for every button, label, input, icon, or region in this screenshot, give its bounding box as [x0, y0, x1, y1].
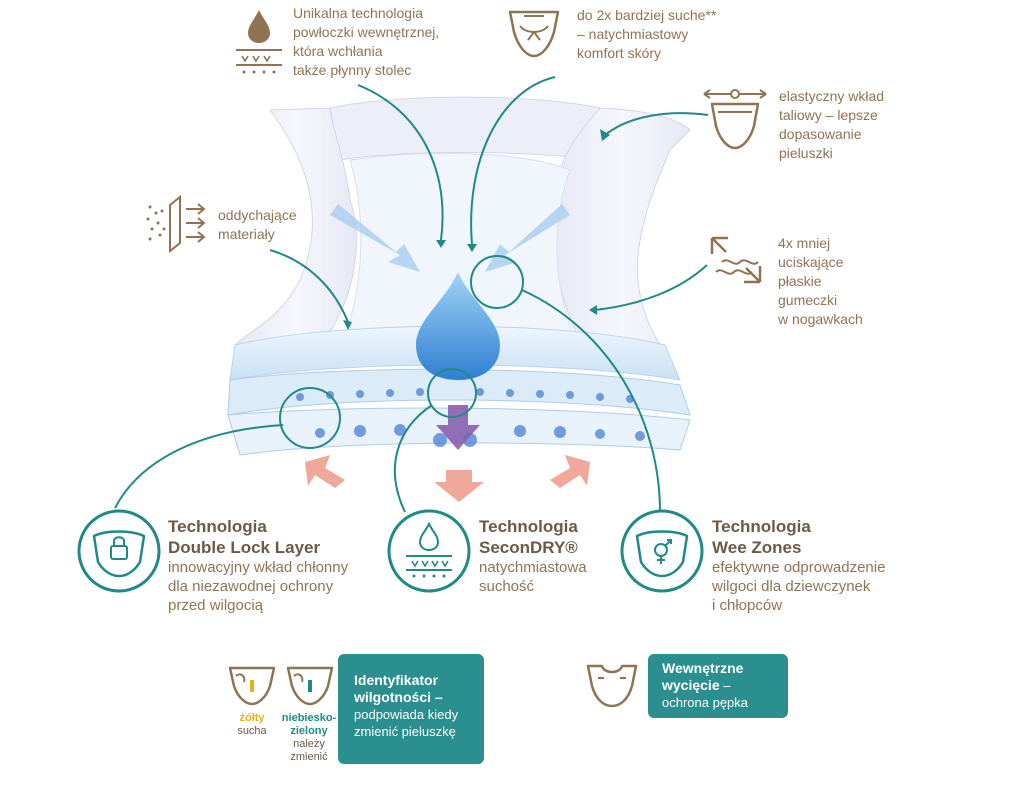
airflow-arrow-left — [330, 204, 420, 272]
callout-drier-line-2: – natychmiastowy — [577, 26, 689, 42]
connector-secondry — [393, 404, 433, 513]
tech-double-lock-desc-2: dla niezawodnej ochrony — [168, 578, 334, 595]
tech-secondry-desc-2: suchość — [479, 578, 535, 595]
elastic-waist-icon — [703, 89, 767, 150]
arrowhead-drier — [467, 244, 477, 252]
callout-breathable-line-1: oddychające — [218, 207, 297, 223]
dry-diaper-icon — [508, 10, 560, 58]
tech-wee-zones-desc-1: efektywne odprowadzenie — [712, 559, 886, 576]
connector-waist — [604, 112, 709, 136]
tech-wee-zones-title-1: Technologia — [712, 517, 811, 536]
diaper-inner-core — [339, 152, 581, 351]
callout-breathable: oddychające materiały — [218, 206, 338, 244]
callout-coating-line-1: Unikalna technologia — [293, 5, 423, 21]
callout-legs-line-3: płaskie — [778, 273, 822, 289]
arrowhead-legs — [589, 305, 597, 315]
callout-legs-line-1: 4x mniej — [778, 235, 831, 251]
connector-breathable — [269, 249, 349, 323]
cutout-title-1: Wewnętrzne — [662, 660, 744, 676]
indicator-pill: Identyfikator wilgotności – podpowiada k… — [338, 654, 484, 764]
tech-double-lock: Technologia Double Lock Layer innowacyjn… — [168, 516, 388, 615]
arrowhead-waist — [600, 129, 610, 141]
diaper-dry-yellow-icon — [228, 666, 276, 706]
callout-waist-line-4: pieluszki — [779, 145, 833, 161]
diaper-wet-bluegreen-icon — [286, 666, 334, 706]
connector-coating — [357, 84, 444, 241]
zoom-circle-secondry — [427, 368, 477, 418]
outflow-arrow-right — [550, 455, 590, 488]
zoom-circle-wee-zones — [470, 255, 524, 309]
tech-wee-zones-desc-3: i chłopców — [712, 597, 783, 614]
indicator-change-text-2: zmienić — [290, 751, 328, 763]
tech-double-lock-title-1: Technologia — [168, 517, 267, 536]
cutout-title-2: wycięcie — [662, 677, 720, 693]
connector-double-lock — [114, 424, 284, 509]
callout-coating: Unikalna technologia powłoczki wewnętrzn… — [293, 4, 483, 80]
callout-coating-line-4: także płynny stolec — [293, 62, 412, 78]
tech-wee-zones-title-2: Wee Zones — [712, 538, 802, 557]
callout-waist: elastyczny wkład taliowy – lepsze dopaso… — [779, 87, 949, 163]
indicator-desc-1: podpowiada kiedy — [354, 707, 459, 722]
layer-middle — [227, 368, 691, 416]
tech-secondry-title-1: Technologia — [479, 517, 578, 536]
indicator-title-2: wilgotności – — [354, 689, 443, 705]
tech-secondry-desc-1: natychmiastowa — [479, 559, 587, 576]
arrowhead-breathable — [343, 320, 352, 330]
cutout-desc: ochrona pępka — [662, 695, 749, 710]
coating-layers-icon — [236, 10, 282, 74]
callout-waist-line-1: elastyczny wkład — [779, 88, 885, 104]
tech-secondry: Technologia SeconDRY® natychmiastowa suc… — [479, 516, 629, 596]
callout-coating-line-2: powłoczki wewnętrznej, — [293, 24, 440, 40]
callout-legs-line-2: uciskające — [778, 254, 844, 270]
tech-double-lock-desc-1: innowacyjny wkład chłonny — [168, 559, 349, 576]
callout-breathable-line-2: materiały — [218, 226, 275, 242]
outflow-arrow-center — [434, 470, 484, 502]
connector-legs — [594, 264, 708, 311]
tech-wee-zones: Technologia Wee Zones efektywne odprowad… — [712, 516, 942, 615]
double-lock-badge-icon — [77, 509, 161, 593]
callout-waist-line-3: dopasowanie — [779, 126, 862, 142]
tech-double-lock-title-2: Double Lock Layer — [168, 538, 321, 557]
indicator-bluegreen-text-2: zielony — [290, 725, 328, 737]
secondry-badge-icon — [387, 509, 471, 593]
callout-drier-line-1: do 2x bardziej suche** — [577, 7, 717, 23]
moisture-down-arrow — [436, 405, 480, 450]
indicator-dry-text: sucha — [237, 725, 267, 737]
indicator-yellow-text: żółty — [239, 712, 265, 724]
indicator-bluegreen-text-1: niebiesko- — [281, 712, 337, 724]
navel-cutout-diaper-icon — [586, 664, 638, 708]
leg-elastic-icon — [710, 236, 762, 284]
indicator-wet-label: niebiesko- zielony należy zmienić — [276, 712, 342, 764]
cutout-pill: Wewnętrzne wycięcie – ochrona pępka — [648, 654, 788, 718]
indicator-change-text-1: należy — [293, 738, 325, 750]
arrowhead-coating — [436, 240, 446, 248]
cutout-dash: – — [719, 678, 731, 693]
callout-coating-line-3: która wchłania — [293, 43, 383, 59]
tech-wee-zones-desc-2: wilgoci dla dziewczynek — [712, 578, 871, 595]
indicator-desc-2: zmienić pieluszkę — [354, 724, 456, 739]
wee-zones-badge-icon — [620, 509, 704, 593]
airflow-arrow-right — [485, 204, 570, 272]
cutout-title-row: wycięcie – — [662, 677, 788, 694]
callout-legs-line-4: gumeczki — [778, 292, 838, 308]
absorbent-beads — [296, 388, 645, 447]
callout-legs: 4x mniej uciskające płaskie gumeczki w n… — [778, 234, 908, 329]
connector-drier — [470, 76, 556, 246]
indicator-title-1: Identyfikator — [354, 672, 439, 688]
indicator-dry-label: żółty sucha — [224, 712, 280, 738]
callout-legs-line-5: w nogawkach — [778, 311, 863, 327]
tech-secondry-title-2: SeconDRY® — [479, 538, 578, 557]
callout-drier: do 2x bardziej suche** – natychmiastowy … — [577, 6, 757, 63]
callout-drier-line-3: komfort skóry — [577, 45, 662, 61]
zoom-circle-double-lock — [279, 387, 341, 449]
breathable-material-icon — [146, 194, 206, 254]
connector-wee-zones — [521, 289, 661, 513]
callout-waist-line-2: taliowy – lepsze — [779, 107, 878, 123]
outflow-arrow-left — [305, 455, 345, 488]
water-drop — [416, 272, 500, 380]
tech-double-lock-desc-3: przed wilgocią — [168, 597, 264, 614]
